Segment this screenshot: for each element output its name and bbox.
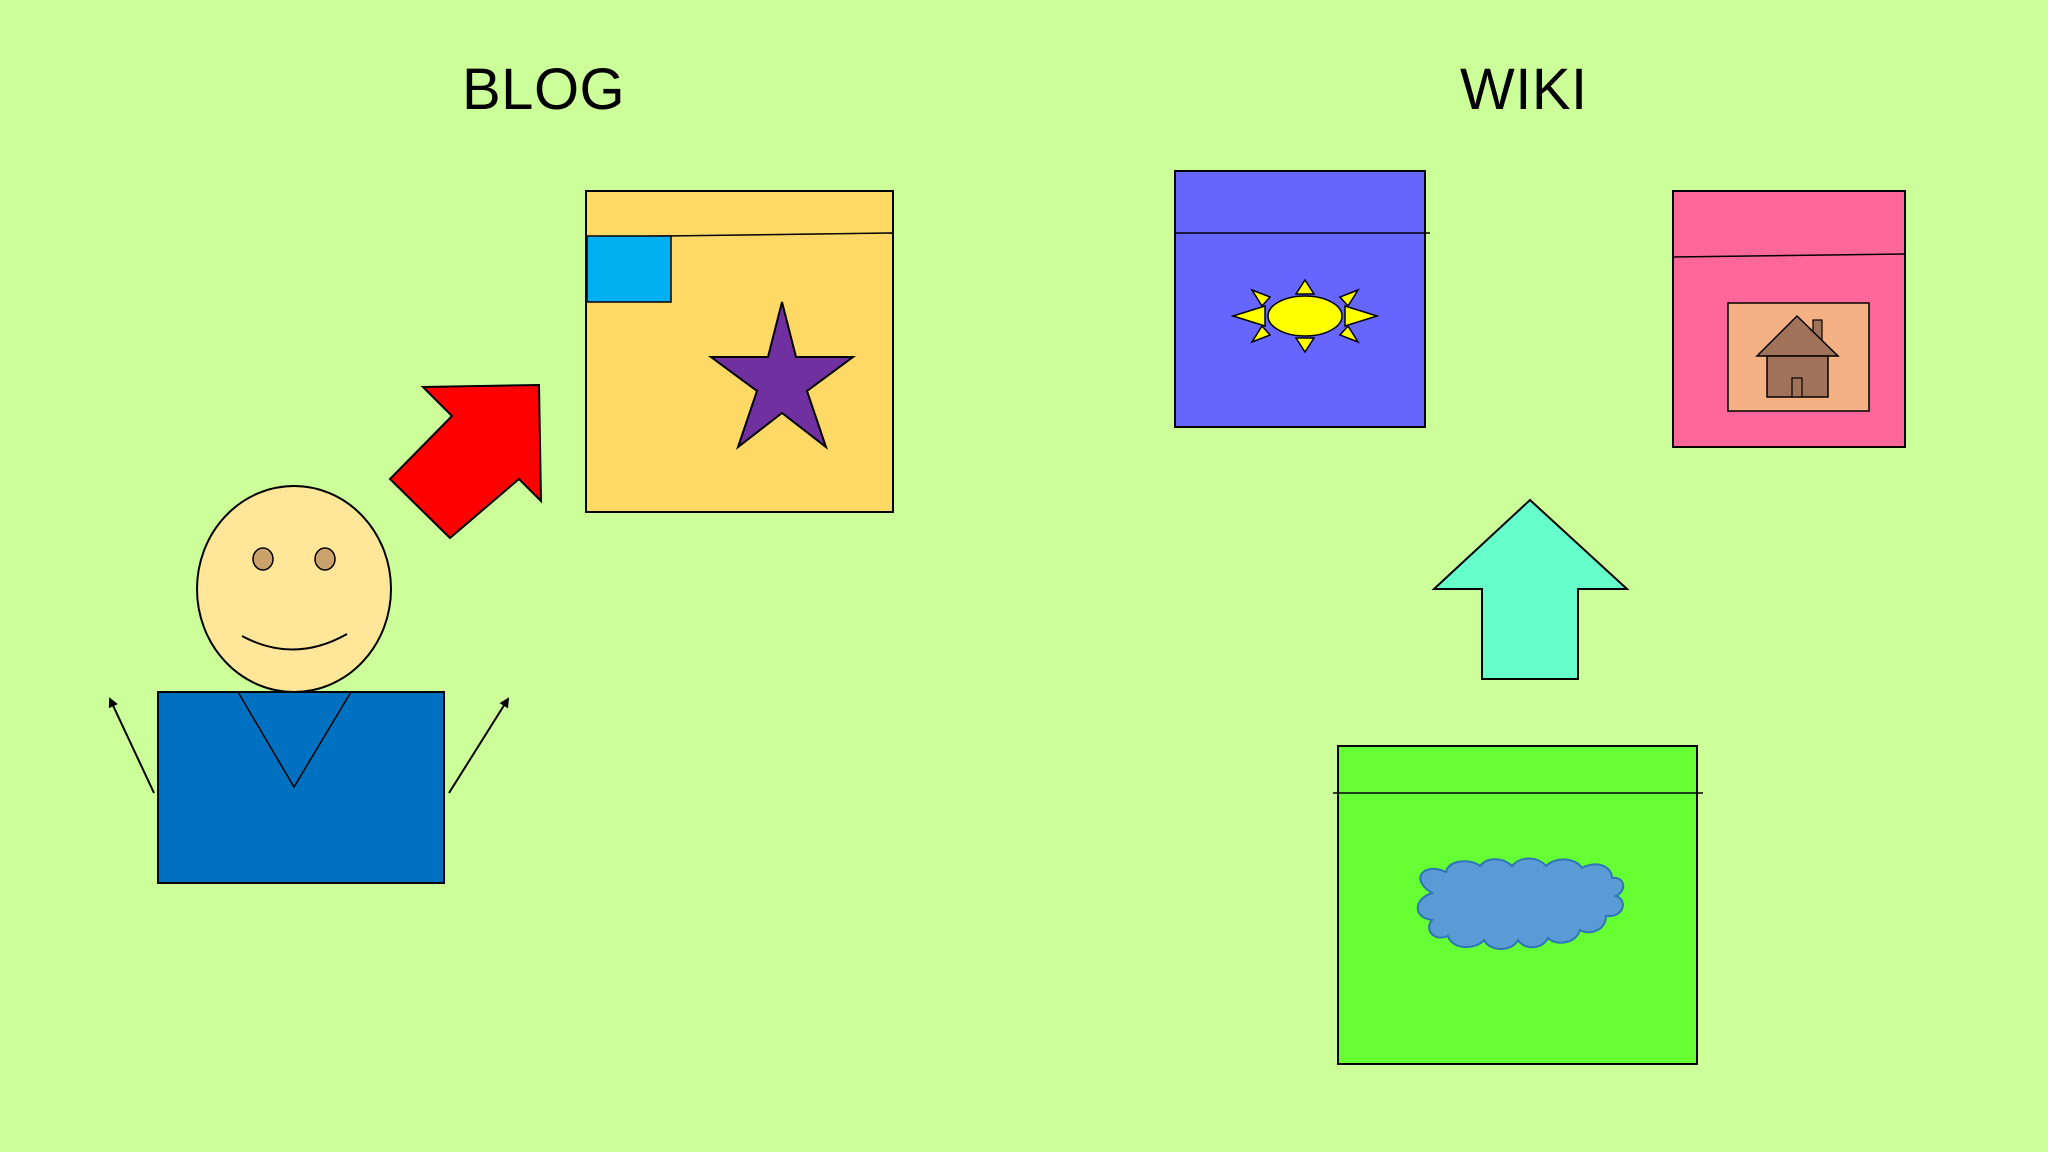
left-arm [108,697,155,794]
shirt-collar [237,691,352,789]
blog-logo-box [586,235,672,303]
wiki-page-sun [1174,170,1430,428]
blog-page-frame [585,190,894,513]
wiki-page-cloud [1333,745,1703,1065]
right-eye [314,547,336,571]
arrow-up-icon [1431,498,1630,680]
arrow-up-right-icon [388,383,543,540]
person-body [157,691,445,884]
smile [241,633,348,651]
blog-heading: BLOG [462,57,626,122]
sun-ray-bottom-right [1338,324,1360,344]
wiki-page-house-header-line [1672,253,1906,258]
wiki-page-house [1672,190,1906,448]
left-eye [252,547,274,571]
sun-ray-right [1344,304,1380,328]
person-head [196,485,392,693]
smiley-person [108,485,510,884]
house-door [1791,377,1803,398]
house-icon [1755,314,1840,398]
right-arm [448,697,510,794]
sun-ray-bottom [1294,337,1316,354]
sun-core [1267,295,1343,337]
sun-ray-bottom-left [1250,324,1272,344]
blog-page [585,190,894,513]
cloud-icon [1416,857,1625,950]
sun-ray-top-left [1250,288,1272,308]
sun-ray-top [1294,278,1316,295]
sun-ray-left [1230,304,1266,328]
sun-icon [1230,278,1380,354]
star-icon [707,301,857,450]
wiki-heading: WIKI [1460,57,1588,122]
sun-ray-top-right [1338,288,1360,308]
